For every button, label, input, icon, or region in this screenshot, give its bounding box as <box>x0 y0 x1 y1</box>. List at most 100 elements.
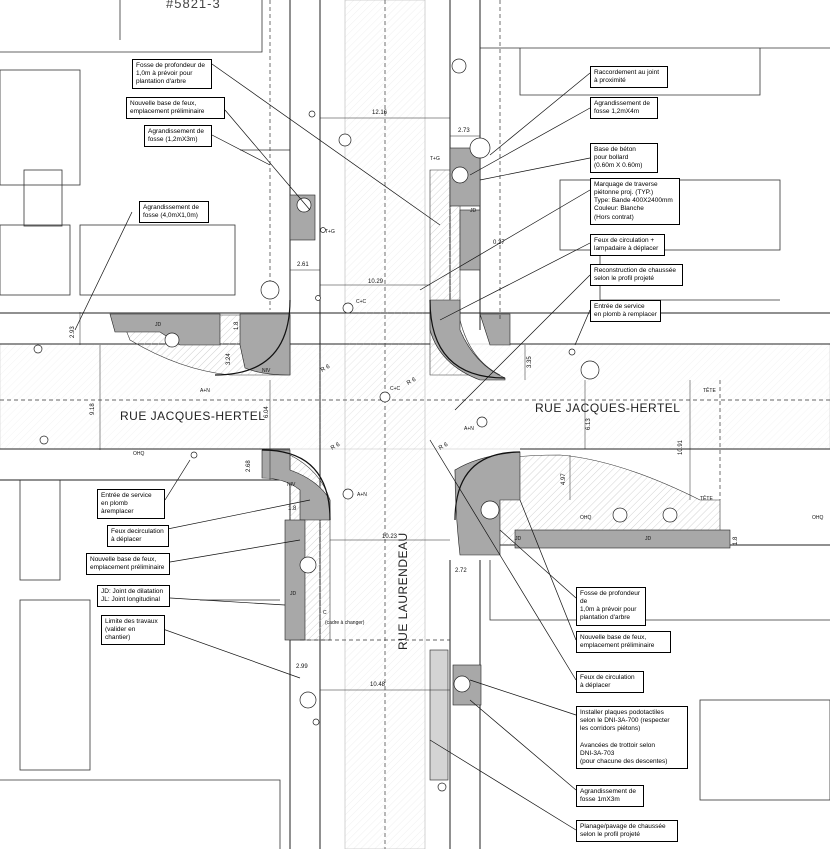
callout-nouvelle-base-feux-3: Nouvelle base de feux, emplacement préli… <box>576 631 671 654</box>
valve-icon <box>190 451 198 459</box>
callout-nouvelle-base-feux-1: Nouvelle base de feux, emplacement préli… <box>126 97 225 120</box>
catch-basin-icon <box>338 133 352 147</box>
signal-pole-icon <box>379 391 391 403</box>
radius-label-4: R 6 <box>438 442 450 452</box>
radius-label-3: R 6 <box>330 442 342 452</box>
tete-label-1: TÊTE <box>703 386 716 394</box>
light-pole-icon <box>315 295 321 301</box>
dim-10-29: 10.29 <box>368 279 384 285</box>
dim-10-48: 10.48 <box>370 682 386 688</box>
valve-icon <box>39 435 49 445</box>
tree-icon <box>580 360 600 380</box>
street-name-laurendeau: RUE LAURENDEAU <box>396 532 410 650</box>
tree-icon <box>451 166 469 184</box>
valve-icon <box>437 782 447 792</box>
signal-type-tg-2: T+G <box>325 229 335 235</box>
street-name-jacques-hertel-west: RUE JACQUES-HERTEL <box>120 409 265 423</box>
dimension-texts: 12.16 2.73 0.27 2.61 10.29 2.93 9.18 6.0… <box>70 110 739 688</box>
tree-icon <box>164 332 180 348</box>
dim-9-18: 9.18 <box>90 403 96 415</box>
dim-3-35: 3.35 <box>527 356 533 368</box>
dim-1-8-b: 1.8 <box>288 506 297 512</box>
callout-entree-service-2: Entrée de service en plomb àremplacer <box>97 489 165 520</box>
manhole-icon <box>308 110 316 118</box>
callout-feux-deplacer-1: Feux decirculation à déplacer <box>107 525 169 548</box>
utility-label-1: OHQ <box>133 451 145 457</box>
joint-label-3: JD <box>515 536 522 542</box>
dim-2-61: 2.61 <box>297 262 309 268</box>
signal-pole-icon <box>476 416 488 428</box>
callout-limite-travaux: Limite des travaux (valider en chantier) <box>101 615 165 646</box>
valve-icon <box>568 348 576 356</box>
tree-icon <box>662 507 678 523</box>
dim-3-24: 3.24 <box>226 353 232 365</box>
tete-label-2: TÊTE <box>700 494 713 502</box>
tree-icon <box>469 137 491 159</box>
callout-agrandissement-fosse-4: Agrandissement de fosse 1mX3m <box>576 785 644 808</box>
valve-icon <box>33 344 43 354</box>
tree-icon <box>451 58 467 74</box>
dim-6-13: 6.13 <box>586 418 592 430</box>
dim-2-68: 2.68 <box>246 460 252 472</box>
callout-fosse-profondeur-1: Fosse de profondeur de 1,0m à prévoir po… <box>132 59 212 90</box>
radius-label-1: R 6 <box>320 364 332 374</box>
cadre-label: (cadre à changer) <box>325 620 365 626</box>
gray-fills <box>109 147 731 781</box>
signal-type-tg-1: T+G <box>430 156 440 162</box>
valve-icon <box>312 718 320 726</box>
niv-label-1: NIV <box>262 368 271 374</box>
tree-icon <box>299 556 317 574</box>
dim-4-97: 4.97 <box>561 473 567 485</box>
utility-label-2: OHQ <box>580 515 592 521</box>
dimension-lines <box>79 117 691 691</box>
dim-2-99: 2.99 <box>296 664 308 670</box>
signal-type-an-3: A+N <box>357 492 367 498</box>
joint-label-4: JD <box>290 591 297 597</box>
callout-reconstruction-chaussee: Reconstruction de chaussée selon le prof… <box>590 264 683 287</box>
callout-agrandissement-fosse-3: Agrandissement de fosse 1,2mX4m <box>590 97 658 120</box>
callout-base-beton-bollard: Base de béton pour bollard (0.60m X 0.60… <box>590 143 658 174</box>
dim-1-8-a: 1.8 <box>234 321 240 330</box>
tree-icon <box>299 691 317 709</box>
callout-plaques-podotactiles: Installer plaques podotactiles selon le … <box>576 706 688 769</box>
callout-planage-pavage: Planage/pavage de chaussée selon le prof… <box>576 820 678 843</box>
equipment-symbols <box>33 58 678 792</box>
utility-label-3: OHQ <box>812 515 824 521</box>
joint-label-1: JD <box>155 322 162 328</box>
drawing-number: #5821-3 <box>166 0 221 11</box>
callout-legend-joints: JD: Joint de dilatation JL: Joint longit… <box>97 585 170 608</box>
tree-icon <box>260 280 280 300</box>
dim-10-91: 10.91 <box>678 439 684 455</box>
tree-icon <box>296 197 312 213</box>
joint-label-2: JD <box>470 208 477 214</box>
callout-nouvelle-base-feux-2: Nouvelle base de feux, emplacement préli… <box>86 553 170 576</box>
dim-2-72: 2.72 <box>455 568 467 574</box>
street-name-jacques-hertel-east: RUE JACQUES-HERTEL <box>535 401 680 415</box>
light-pole-icon <box>320 227 326 233</box>
c-label: C <box>323 610 327 616</box>
joint-label-5: JD <box>645 536 652 542</box>
callout-raccordement: Raccordement au joint à proximité <box>590 66 668 89</box>
tree-icon <box>453 675 471 693</box>
dim-2-73: 2.73 <box>458 128 470 134</box>
signal-pole-icon <box>342 302 354 314</box>
callout-agrandissement-fosse-1: Agrandissement de fosse (1,2mX3m) <box>144 125 212 148</box>
map-labels: T+G T+G C+C C+C A+N A+N A+N NIV NIV JD J… <box>133 156 824 626</box>
dim-0-27: 0.27 <box>493 240 505 246</box>
signal-pole-icon <box>342 488 354 500</box>
callout-fosse-profondeur-2: Fosse de profondeur de 1,0m à prévoir po… <box>576 587 646 626</box>
radius-label-2: R 6 <box>406 377 418 387</box>
dim-10-23: 10.23 <box>382 534 398 540</box>
tree-icon <box>612 507 628 523</box>
callout-agrandissement-fosse-2: Agrandissement de fosse (4,0mX1,0m) <box>139 201 209 224</box>
dim-1-8-c: 1.8 <box>733 536 739 545</box>
dim-6-04: 6.04 <box>264 406 270 418</box>
tree-icon <box>480 500 500 520</box>
dim-12-16: 12.16 <box>372 110 388 116</box>
callout-marquage-traverse: Marquage de traverse piétonne proj. (TYP… <box>590 178 680 225</box>
signal-type-cc-1: C+C <box>356 299 367 305</box>
signal-type-cc-2: C+C <box>390 386 401 392</box>
niv-label-2: NIV <box>287 482 296 488</box>
